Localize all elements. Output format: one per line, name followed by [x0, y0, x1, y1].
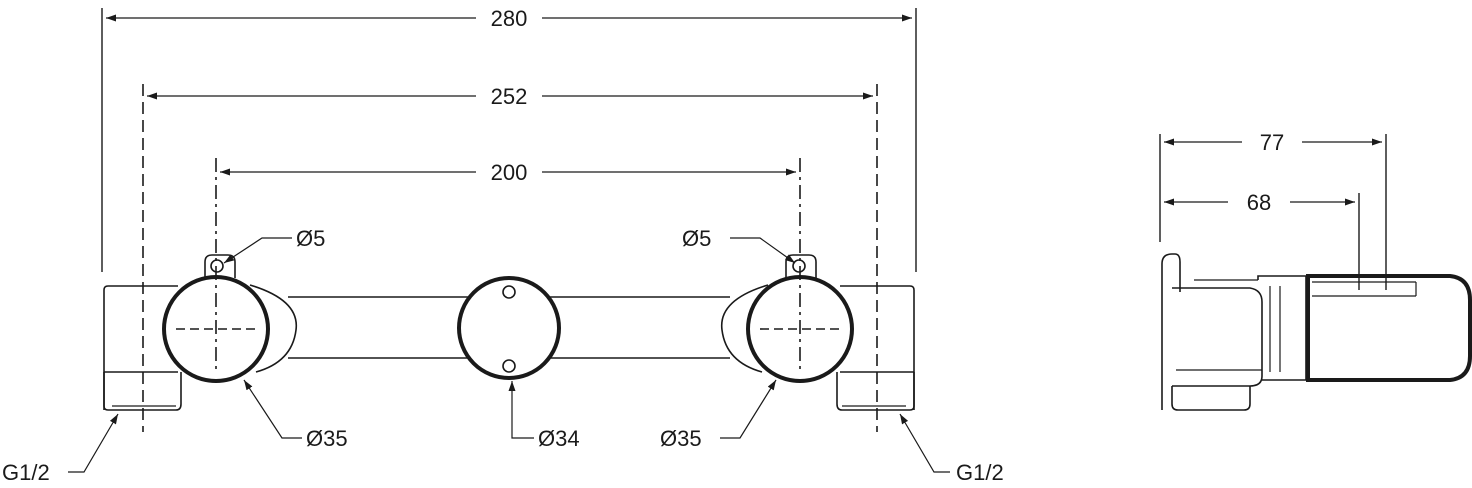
- leader-thread-left: [68, 413, 119, 473]
- side-connector: [1257, 275, 1307, 381]
- body-right-nut: [836, 372, 915, 411]
- body-right-top: [840, 285, 915, 291]
- label-pin-right: Ø5: [682, 226, 711, 251]
- knob-screw-bottom: [502, 359, 516, 373]
- body-left-top: [103, 285, 178, 291]
- valve-body: [103, 284, 915, 411]
- pin-left-hole: [210, 259, 224, 273]
- pin-right-hole: [792, 259, 806, 273]
- dim-77-text: 77: [1260, 130, 1284, 155]
- label-center-knob: Ø34: [538, 426, 580, 451]
- side-nut: [1171, 386, 1251, 411]
- collar-right: [720, 284, 769, 373]
- side-body: [1172, 287, 1263, 387]
- label-thread-left: G1/2: [2, 460, 50, 485]
- front-view: 280 252 200 Ø5 Ø5 Ø35 Ø34 Ø35 G1/2 G1/2: [2, 6, 1004, 485]
- dim-200-text: 200: [491, 160, 528, 185]
- knob-screw-top: [502, 285, 516, 299]
- label-handle-right: Ø35: [660, 426, 702, 451]
- leader-pin-left: [223, 237, 292, 264]
- leader-center-knob: [508, 381, 534, 439]
- pin-left: [204, 254, 236, 278]
- side-bracket: [1161, 253, 1181, 410]
- pin-right: [785, 254, 817, 278]
- side-handle: [1306, 274, 1472, 382]
- label-pin-left: Ø5: [296, 226, 325, 251]
- body-left-nut: [103, 372, 182, 411]
- leader-thread-right: [899, 413, 950, 473]
- dim-68-text: 68: [1247, 190, 1271, 215]
- label-handle-left: Ø35: [306, 426, 348, 451]
- side-view: 77 68: [1159, 130, 1472, 411]
- leader-handle-left: [243, 379, 302, 439]
- leader-pin-right: [730, 237, 796, 264]
- leader-handle-right: [720, 379, 777, 439]
- collar-left: [249, 284, 298, 373]
- label-thread-right: G1/2: [956, 460, 1004, 485]
- dim-280-text: 280: [491, 6, 528, 31]
- center-knob: [457, 276, 561, 380]
- dim-252-text: 252: [491, 84, 528, 109]
